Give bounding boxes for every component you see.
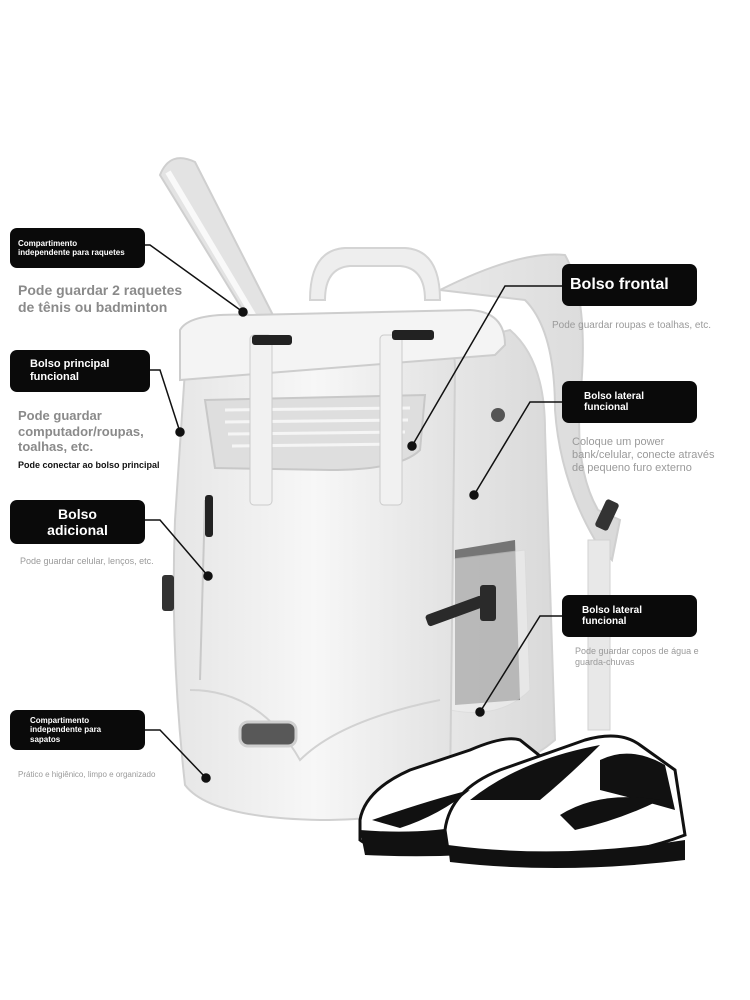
label-shoe-compartment-text: Compartimento independente para sapatos — [30, 716, 102, 744]
main-pocket-note: Pode conectar ao bolso principal — [18, 460, 160, 470]
label-side-pocket-1: Bolso lateral funcional — [562, 381, 697, 423]
side-pocket-1-desc: Coloque um power bank/celular, conecte a… — [572, 436, 715, 475]
label-side-pocket-2-text: Bolso lateral funcional — [582, 604, 643, 628]
sneaker-icon — [358, 734, 687, 869]
front-pocket-desc: Pode guardar roupas e toalhas, etc. — [552, 320, 711, 331]
label-side-pocket-2: Bolso lateral funcional — [562, 595, 697, 637]
label-side-pocket-1-text: Bolso lateral funcional — [584, 390, 645, 414]
label-racket-compartment-text: Compartimento independente para raquetes — [18, 238, 125, 257]
main-pocket-desc: Pode guardar computador/roupas, toalhas,… — [18, 408, 144, 455]
racket-compartment-desc: Pode guardar 2 raquetes de tênis ou badm… — [18, 282, 183, 315]
label-front-pocket: Bolso frontal — [562, 264, 697, 306]
label-front-pocket-text: Bolso frontal — [570, 275, 669, 293]
label-main-pocket: Bolso principal funcional — [10, 350, 150, 392]
shoe-compartment-desc: Prático e higiênico, limpo e organizado — [18, 770, 156, 779]
label-extra-pocket: Bolso adicional — [10, 500, 145, 544]
backpack-icon — [162, 247, 622, 822]
label-main-pocket-text: Bolso principal funcional — [30, 358, 110, 383]
extra-pocket-desc: Pode guardar celular, lenços, etc. — [20, 556, 154, 566]
label-shoe-compartment: Compartimento independente para sapatos — [10, 710, 145, 750]
label-extra-pocket-text: Bolso adicional — [47, 505, 108, 538]
side-pocket-2-desc: Pode guardar copos de água e guarda-chuv… — [575, 646, 699, 667]
label-racket-compartment: Compartimento independente para raquetes — [10, 228, 145, 268]
callout-leaders — [145, 244, 562, 783]
